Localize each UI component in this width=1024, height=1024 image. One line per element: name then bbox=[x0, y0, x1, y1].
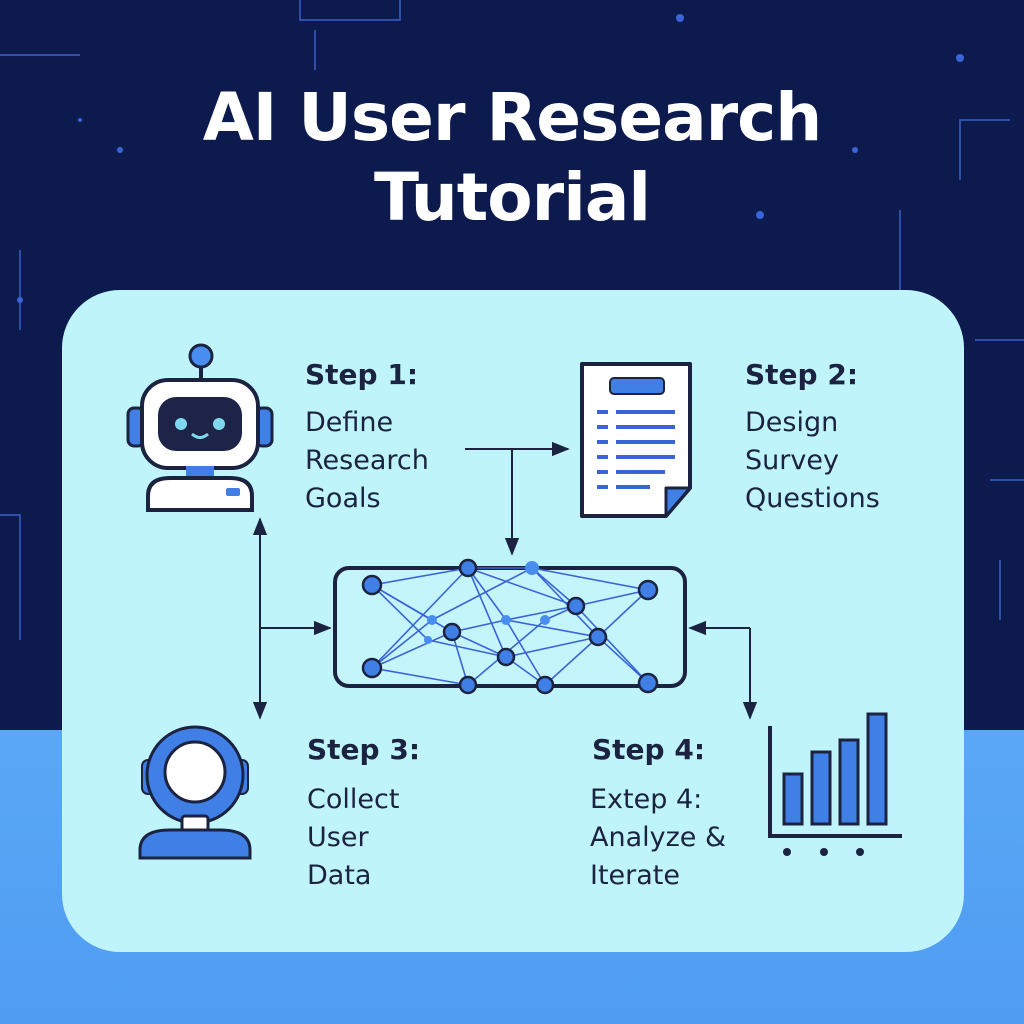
step-1-line-3: Goals bbox=[305, 483, 381, 514]
neural-network-icon bbox=[333, 558, 687, 695]
page-title: AI User Research Tutorial bbox=[0, 78, 1024, 238]
step-2-line-2: Survey bbox=[745, 445, 839, 476]
step-4-line-3: Iterate bbox=[590, 860, 681, 891]
title-line-2: Tutorial bbox=[374, 159, 651, 236]
step-2-line-1: Design bbox=[745, 407, 839, 438]
bar-chart-icon bbox=[768, 712, 902, 856]
flow-arrows bbox=[252, 441, 758, 720]
step-3-line-3: Data bbox=[307, 860, 372, 891]
user-avatar-icon bbox=[138, 725, 252, 860]
title-line-1: AI User Research bbox=[202, 79, 823, 156]
step-4-heading: Step 4: bbox=[592, 733, 706, 766]
step-4-line-2: Analyze & bbox=[590, 822, 727, 853]
step-3-description: Collect User Data bbox=[307, 781, 399, 895]
step-2-description: Design Survey Questions bbox=[745, 404, 880, 518]
step-2-heading: Step 2: bbox=[745, 358, 859, 391]
step-3-line-1: Collect bbox=[307, 784, 400, 815]
step-4-description: Extep 4: Analyze & Iterate bbox=[590, 781, 726, 895]
step-2-line-3: Questions bbox=[745, 483, 880, 514]
step-4-line-1: Extep 4: bbox=[590, 784, 703, 815]
step-3-heading: Step 3: bbox=[307, 733, 421, 766]
robot-icon bbox=[126, 343, 274, 512]
step-1-line-1: Define bbox=[305, 407, 394, 438]
step-1-description: Define Research Goals bbox=[305, 404, 429, 518]
step-3-line-2: User bbox=[307, 822, 369, 853]
step-1-heading: Step 1: bbox=[305, 358, 419, 391]
document-icon bbox=[580, 362, 692, 518]
step-1-line-2: Research bbox=[305, 445, 429, 476]
